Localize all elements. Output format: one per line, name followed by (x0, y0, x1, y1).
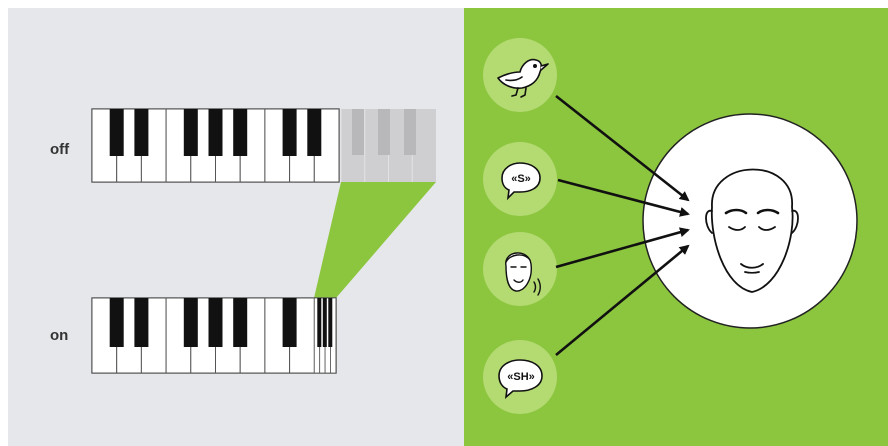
keyboard-off-faded-black-key (378, 109, 390, 155)
speaking-person-icon (505, 252, 541, 296)
keyboard-off-black-key (134, 109, 149, 156)
keyboard-on-compressed-black-key (322, 298, 327, 347)
keyboard-on-black-key (233, 298, 248, 347)
keyboard-off-black-key (282, 109, 297, 156)
keyboard-off-faded-black-key (404, 109, 416, 155)
keyboard-on-black-key (183, 298, 198, 347)
keyboard-off-black-key (307, 109, 322, 156)
label-off: off (50, 141, 70, 158)
keyboard-on-compressed-black-key (328, 298, 333, 347)
s-sound-text: «S» (511, 173, 531, 185)
arrow-s-to-ear (557, 178, 690, 217)
keyboard-on-black-key (282, 298, 297, 347)
speech-bubble-icon: «S» (501, 162, 541, 201)
keyboard-off (91, 108, 436, 183)
bird-icon (497, 58, 549, 98)
zoom-highlight-wedge (314, 182, 436, 298)
arrow-person-to-ear (555, 227, 690, 269)
label-on: on (50, 327, 68, 344)
keyboard-on-compressed-black-key (317, 298, 322, 347)
keyboard-off-black-key (183, 109, 198, 156)
keyboard-on-black-key (109, 298, 124, 347)
left-panel: off on (8, 8, 464, 446)
speech-bubble-icon: «SH» (498, 359, 543, 399)
sound-arrows (555, 94, 690, 357)
keyboard-off-black-key (208, 109, 223, 156)
arrow-bird-to-ear (555, 94, 690, 202)
arrow-sh-to-ear (555, 244, 690, 357)
sh-sound-text: «SH» (507, 371, 535, 383)
keyboard-off-faded-black-key (352, 109, 364, 155)
keyboard-off-black-key (233, 109, 248, 156)
right-panel: «S» «SH» (464, 8, 888, 446)
keyboard-on-black-key (208, 298, 223, 347)
keyboard-off-black-key (109, 109, 124, 156)
keyboard-on-black-key (134, 298, 149, 347)
keyboard-on (91, 297, 337, 374)
listener-circle (642, 113, 858, 329)
face-icon (705, 168, 799, 293)
